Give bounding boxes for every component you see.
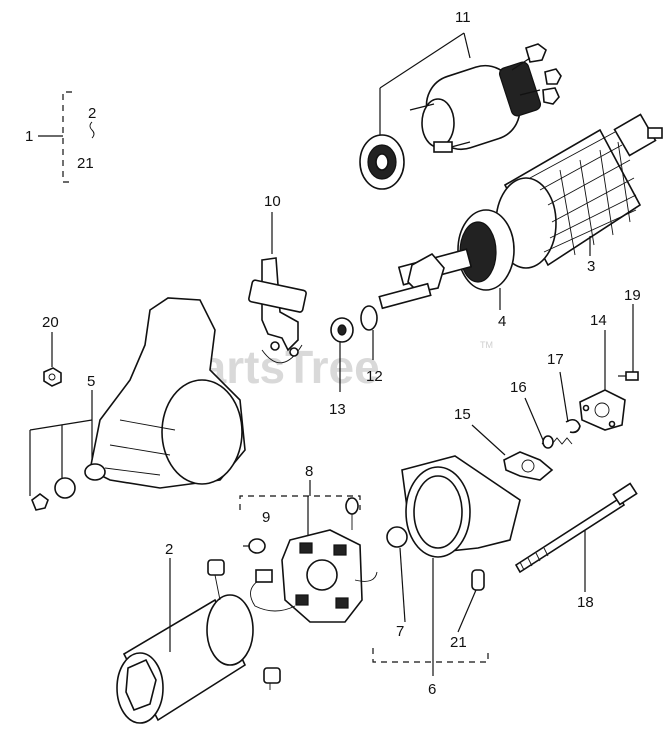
part-5-front-housing (31, 297, 246, 511)
part-12-washer (360, 305, 378, 331)
part-17-clip (565, 418, 581, 434)
callout-19: 19 (624, 287, 641, 304)
callout-21: 21 (450, 634, 467, 651)
callout-8: 8 (305, 463, 313, 480)
bracket-1 (62, 91, 72, 183)
callout-numbers: 1 2 21 11 10 3 4 20 5 13 12 19 14 17 16 … (25, 9, 641, 698)
part-20-nut (43, 367, 62, 387)
callout-21-top: 21 (77, 155, 94, 172)
part-13-bushing (330, 317, 354, 343)
group-bracket-1 (38, 91, 95, 183)
callout-13: 13 (329, 401, 346, 418)
symbol-tilde (89, 121, 95, 139)
callout-14: 14 (590, 312, 607, 329)
callout-4: 4 (498, 313, 506, 330)
part-6-rear-cover (372, 455, 521, 663)
callout-3: 3 (587, 258, 595, 275)
callout-1: 1 (25, 128, 33, 145)
part-14-cover (579, 389, 626, 431)
part-21-pin (471, 569, 485, 591)
callout-18: 18 (577, 594, 594, 611)
bracket-8 (239, 495, 361, 510)
callout-9: 9 (262, 509, 270, 526)
part-3-armature (489, 113, 663, 269)
part-9-terminal (243, 538, 266, 554)
callout-10: 10 (264, 193, 281, 210)
callout-20: 20 (42, 314, 59, 331)
part-16-spring (541, 435, 573, 449)
callout-6: 6 (428, 681, 436, 698)
part-19-screw (618, 371, 639, 381)
part-7-bushing (386, 526, 408, 548)
callout-5: 5 (87, 373, 95, 390)
part-10-brush-bracket (248, 257, 307, 364)
callout-17: 17 (547, 351, 564, 368)
callout-15: 15 (454, 406, 471, 423)
part-4-clutch (378, 209, 515, 310)
part-2-yoke (116, 559, 281, 724)
callout-11: 11 (455, 9, 471, 26)
callout-2: 2 (165, 541, 173, 558)
part-11-solenoid (359, 43, 562, 190)
part-18-thru-bolt (514, 482, 638, 574)
leader-lines (29, 32, 634, 676)
part-8-brush-holder (239, 495, 378, 623)
callout-12: 12 (366, 368, 383, 385)
callout-7: 7 (396, 623, 404, 640)
part-15-gasket (503, 451, 554, 481)
bracket-6 (372, 648, 489, 663)
watermark-trademark: TM (480, 340, 493, 350)
callout-16: 16 (510, 379, 527, 396)
callout-2-top: 2 (88, 105, 96, 122)
